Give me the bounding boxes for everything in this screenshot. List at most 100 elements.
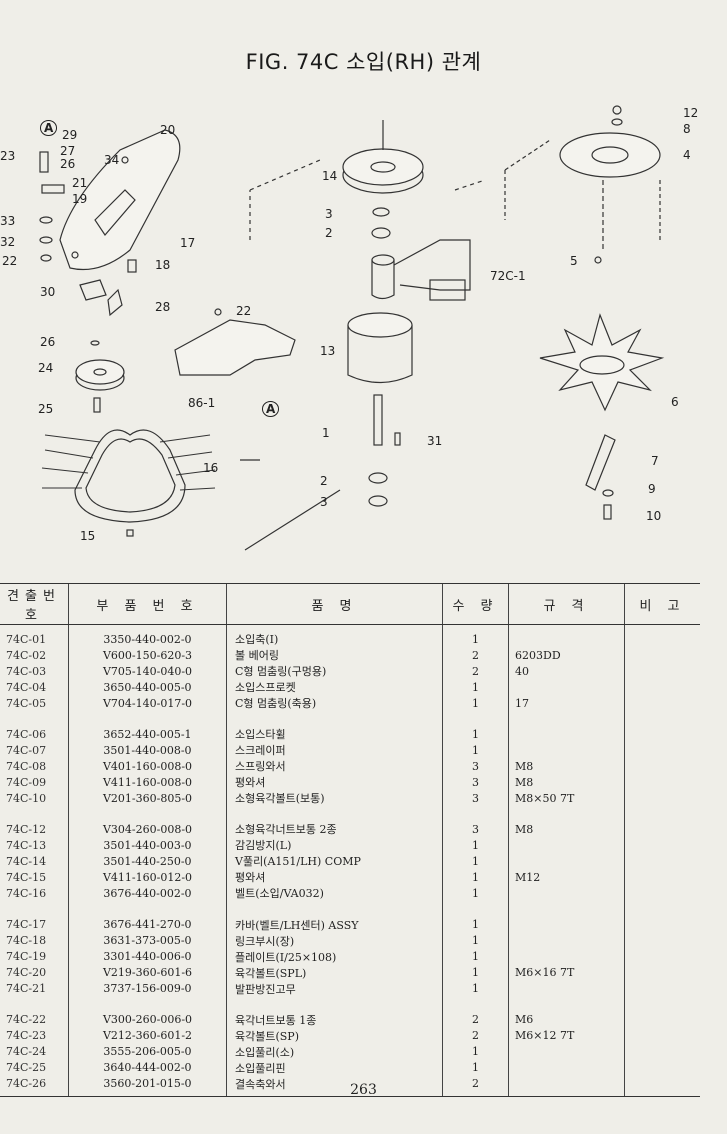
empty-cell [624, 806, 700, 822]
cell-remarks [624, 853, 700, 870]
cell-remarks [624, 869, 700, 886]
callout-label: 33 [0, 214, 16, 228]
cell-part-no: 3631-373-005-0 [68, 932, 227, 949]
cell-part-no: 3652-440-005-1 [68, 726, 227, 743]
cell-ref-no: 74C-04 [6, 680, 47, 694]
empty-cell [442, 711, 509, 727]
cell-remarks [624, 726, 700, 743]
small-parts-left [39, 151, 137, 346]
cell-qty: 3 [442, 821, 509, 838]
cell-part-name: 발판방진고무 [226, 980, 443, 997]
cell-remarks [624, 980, 700, 997]
cell-part-name: 결속축와서 [226, 1075, 443, 1097]
empty-cell [624, 996, 700, 1012]
cell-part-name: 소형육각너트보통 2종 [226, 821, 443, 838]
belt [41, 429, 216, 537]
cell-qty: 1 [442, 679, 509, 695]
cell-part-no: V411-160-008-0 [68, 774, 227, 791]
cell-ref-no: 74C-17 [6, 918, 47, 932]
cell-part-no: 3650-440-005-0 [68, 679, 227, 695]
cell-remarks [624, 916, 700, 933]
cell-ref-no: 74C-13 [6, 838, 47, 852]
cell-ref-no: 74C-24 [6, 1045, 47, 1059]
cell-qty: 1 [442, 916, 509, 933]
callout-label: 17 [180, 236, 196, 250]
callout-label: 22 [2, 254, 18, 268]
col-part-no: 부 품 번 호 [68, 583, 227, 625]
col-ref-no: 견출번호 [0, 583, 69, 625]
cell-qty: 2 [442, 1027, 509, 1044]
cell-qty: 2 [442, 1011, 509, 1028]
cell-part-name: 육각볼트(SP) [226, 1027, 443, 1044]
cell-remarks [624, 1075, 700, 1097]
cell-ref-no: 74C-15 [6, 870, 47, 884]
cell-remarks [624, 932, 700, 949]
cell-qty: 1 [442, 695, 509, 711]
cell-spec: 40 [508, 663, 625, 679]
cell-spec: M6×16 7T [508, 964, 625, 981]
cell-part-name: 플레이트(I/25×108) [226, 948, 443, 965]
cell-qty: 1 [442, 964, 509, 981]
callout-label: 13 [320, 344, 336, 358]
cell-qty: 1 [442, 948, 509, 965]
cell-part-no: 3555-206-005-0 [68, 1043, 227, 1060]
col-remarks: 비 고 [624, 583, 700, 625]
cell-ref-no: 74C-20 [6, 966, 47, 980]
cell-remarks [624, 1027, 700, 1044]
table-header-row: 견출번호 부 품 번 호 품 명 수 량 규 격 비 고 [0, 583, 700, 625]
cell-remarks [624, 790, 700, 807]
callout-label: 30 [40, 285, 56, 299]
callout-label: 29 [62, 128, 78, 142]
spacer-row [0, 711, 700, 727]
cell-part-name: 볼 베어링 [226, 647, 443, 663]
cell-remarks [624, 624, 700, 647]
cell-qty: 2 [442, 647, 509, 663]
empty-cell [442, 996, 509, 1012]
callout-label: 72C-1 [490, 269, 526, 283]
cell-ref-no: 74C-18 [6, 934, 47, 948]
cell-part-no: 3501-440-250-0 [68, 853, 227, 870]
cell-ref-no: 74C-23 [6, 1029, 47, 1043]
callout-label: 26 [40, 335, 56, 349]
small-pulley [75, 359, 125, 413]
figure-title: FIG. 74C 소입(RH) 관계 [245, 50, 482, 74]
empty-cell [442, 901, 509, 917]
callout-label: 7 [651, 454, 659, 468]
empty-cell [226, 901, 443, 917]
cell-remarks [624, 679, 700, 695]
cell-spec: M8×50 7T [508, 790, 625, 807]
cell-spec [508, 837, 625, 854]
cell-part-no: V300-260-006-0 [68, 1011, 227, 1028]
cell-remarks [624, 1059, 700, 1076]
callout-label: 16 [203, 461, 219, 475]
cell-ref-no: 74C-08 [6, 759, 47, 773]
callout-label: 18 [155, 258, 171, 272]
cell-qty: 1 [442, 980, 509, 997]
belt-cover-plate [59, 129, 181, 271]
cell-spec: M12 [508, 869, 625, 886]
cell-part-name: 감김방지(L) [226, 837, 443, 854]
cell-qty: 1 [442, 726, 509, 743]
empty-cell [0, 997, 69, 1012]
empty-cell [624, 711, 700, 727]
callout-label: 86-1 [188, 396, 216, 410]
scraper-7 [585, 434, 616, 520]
boundary-line [240, 459, 341, 551]
spacer-row [0, 996, 700, 1012]
star-wheel-6 [539, 313, 665, 412]
callout-label: 3 [325, 207, 333, 221]
callout-label: 22 [236, 304, 252, 318]
cell-remarks [624, 1011, 700, 1028]
cell-part-name: 소입풀리(소) [226, 1043, 443, 1060]
cell-remarks [624, 1043, 700, 1060]
